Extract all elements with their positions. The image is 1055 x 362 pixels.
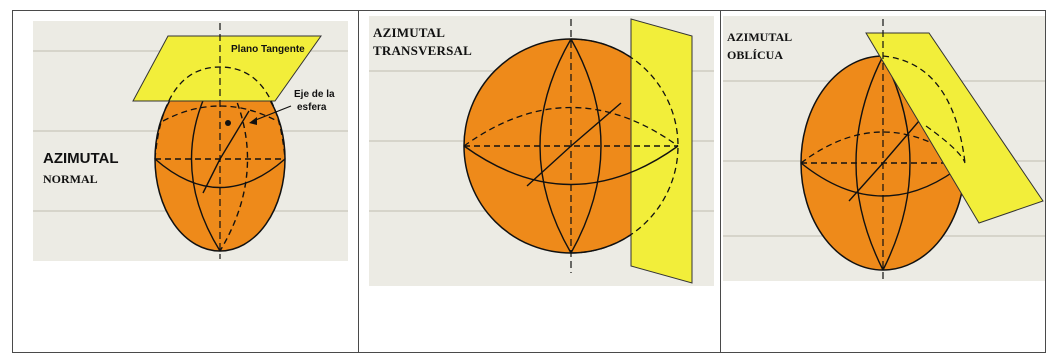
panel-subtitle: TRANSVERSAL [373, 43, 472, 58]
azimutal-normal-diagram: Plano Tangente Eje de la esfera AZIMUTAL… [33, 21, 348, 261]
axis-label-line1: Eje de la [294, 89, 335, 100]
radius-line-lower [202, 158, 221, 194]
axis-arrowhead [249, 117, 257, 125]
plane-label: Plano Tangente [231, 44, 305, 55]
tangent-plane [865, 32, 1044, 224]
figure-frame: Plano Tangente Eje de la esfera AZIMUTAL… [12, 10, 1046, 353]
radius-line-lower [526, 145, 572, 187]
upper-parallel [162, 105, 278, 122]
meridian-left [855, 55, 884, 271]
panel-azimutal-transversal: AZIMUTAL TRANSVERSAL [359, 11, 720, 352]
tangent-plane [630, 18, 693, 284]
radius-line [219, 110, 250, 160]
front-parallel [154, 158, 286, 189]
tangent-plane [132, 35, 322, 102]
center-point [225, 120, 231, 126]
meridian-right [570, 38, 602, 254]
meridian-left [539, 38, 572, 254]
panel-title: AZIMUTAL [373, 25, 445, 40]
axis-label-line2: esfera [297, 102, 327, 113]
azimutal-oblicua-diagram: AZIMUTAL OBLÍCUA [723, 16, 1045, 281]
panel-azimutal-oblicua: AZIMUTAL OBLÍCUA [721, 11, 1047, 352]
radius-line [882, 120, 920, 164]
panel-divider [358, 11, 359, 352]
panel-subtitle: NORMAL [43, 172, 98, 186]
azimutal-transversal-diagram: AZIMUTAL TRANSVERSAL [369, 16, 714, 286]
sphere-back-dashed [570, 38, 679, 254]
radius-line [570, 102, 622, 147]
plane-contact-dashed [925, 125, 966, 164]
meridian-right [882, 55, 911, 271]
axis-pointer [252, 105, 292, 122]
panel-subtitle: OBLÍCUA [727, 48, 783, 62]
radius-line-lower [848, 162, 884, 202]
panel-title: AZIMUTAL [43, 150, 119, 167]
panel-azimutal-normal: Plano Tangente Eje de la esfera AZIMUTAL… [13, 11, 358, 352]
sphere-back-dashed [882, 55, 966, 164]
panel-divider [720, 11, 721, 352]
panel-title: AZIMUTAL [727, 30, 792, 44]
